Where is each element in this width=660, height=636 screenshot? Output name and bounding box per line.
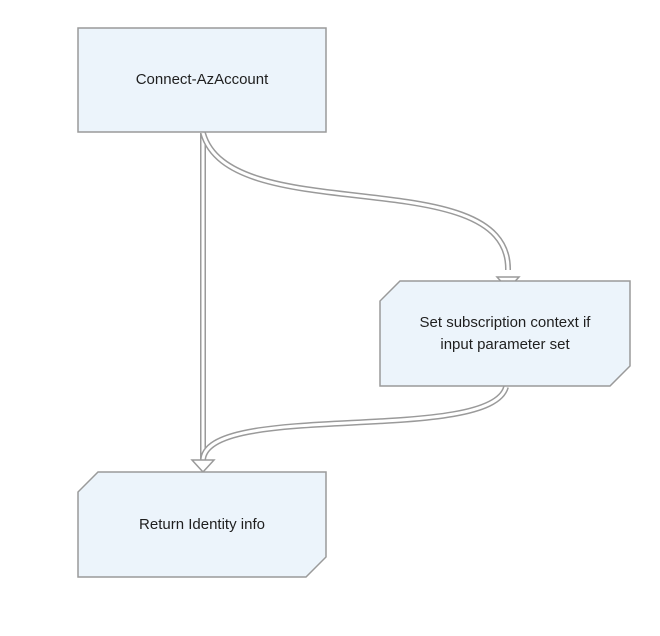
node-label-set-subscription-context[interactable]: Set subscription context if input parame… (380, 281, 630, 386)
label-line-1: Set subscription context if (419, 313, 591, 331)
edge-inner (201, 132, 510, 271)
edge-outline (200, 132, 512, 271)
edge-set-subscription-to-return-identity[interactable] (199, 385, 509, 463)
edge-inner (201, 386, 508, 463)
arrowhead-to-return-identity (190, 459, 216, 474)
node-return-identity-info[interactable] (77, 471, 327, 578)
label-text: Return Identity info (139, 515, 265, 533)
edge-outline (199, 385, 509, 463)
node-connect-azaccount[interactable] (77, 27, 327, 133)
node-label-return-identity-info[interactable]: Return Identity info (78, 472, 326, 577)
node-set-subscription-context[interactable] (379, 280, 631, 387)
node-label-connect-azaccount[interactable]: Connect-AzAccount (78, 28, 326, 132)
label-line-2: input parameter set (440, 335, 570, 353)
edge-connect-to-set-subscription[interactable] (200, 132, 512, 271)
label-text: Connect-AzAccount (135, 71, 269, 88)
